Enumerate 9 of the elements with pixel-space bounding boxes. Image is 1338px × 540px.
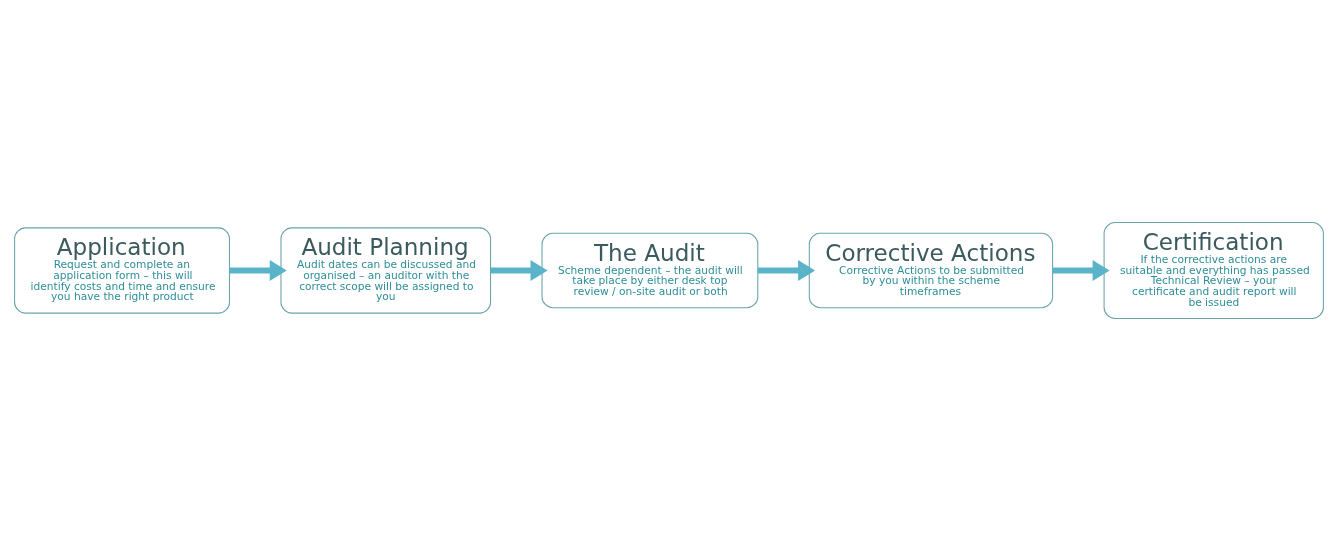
arrow	[490, 259, 548, 281]
arrow	[1052, 259, 1110, 281]
node-box: The Audit Scheme dependent – the audit will take place by either desk top review / on-site audit or both	[541, 232, 759, 308]
node-box: Application Request and complete an application form – this will identify costs and time and ensure you have the right product	[14, 226, 230, 314]
node-box: Audit Planning Audit dates can be discussed and organised – an auditor with the correct scope will be assigned to you	[280, 226, 492, 314]
arrow	[229, 259, 287, 281]
node-box: Corrective Actions Corrective Actions to be submitted by you within the scheme timeframes	[808, 232, 1054, 308]
arrow	[757, 259, 816, 281]
node-box: Certification If the corrective actions are suitable and everything has passed Technical Review – your certificate and audit report will be issued	[1103, 221, 1324, 319]
